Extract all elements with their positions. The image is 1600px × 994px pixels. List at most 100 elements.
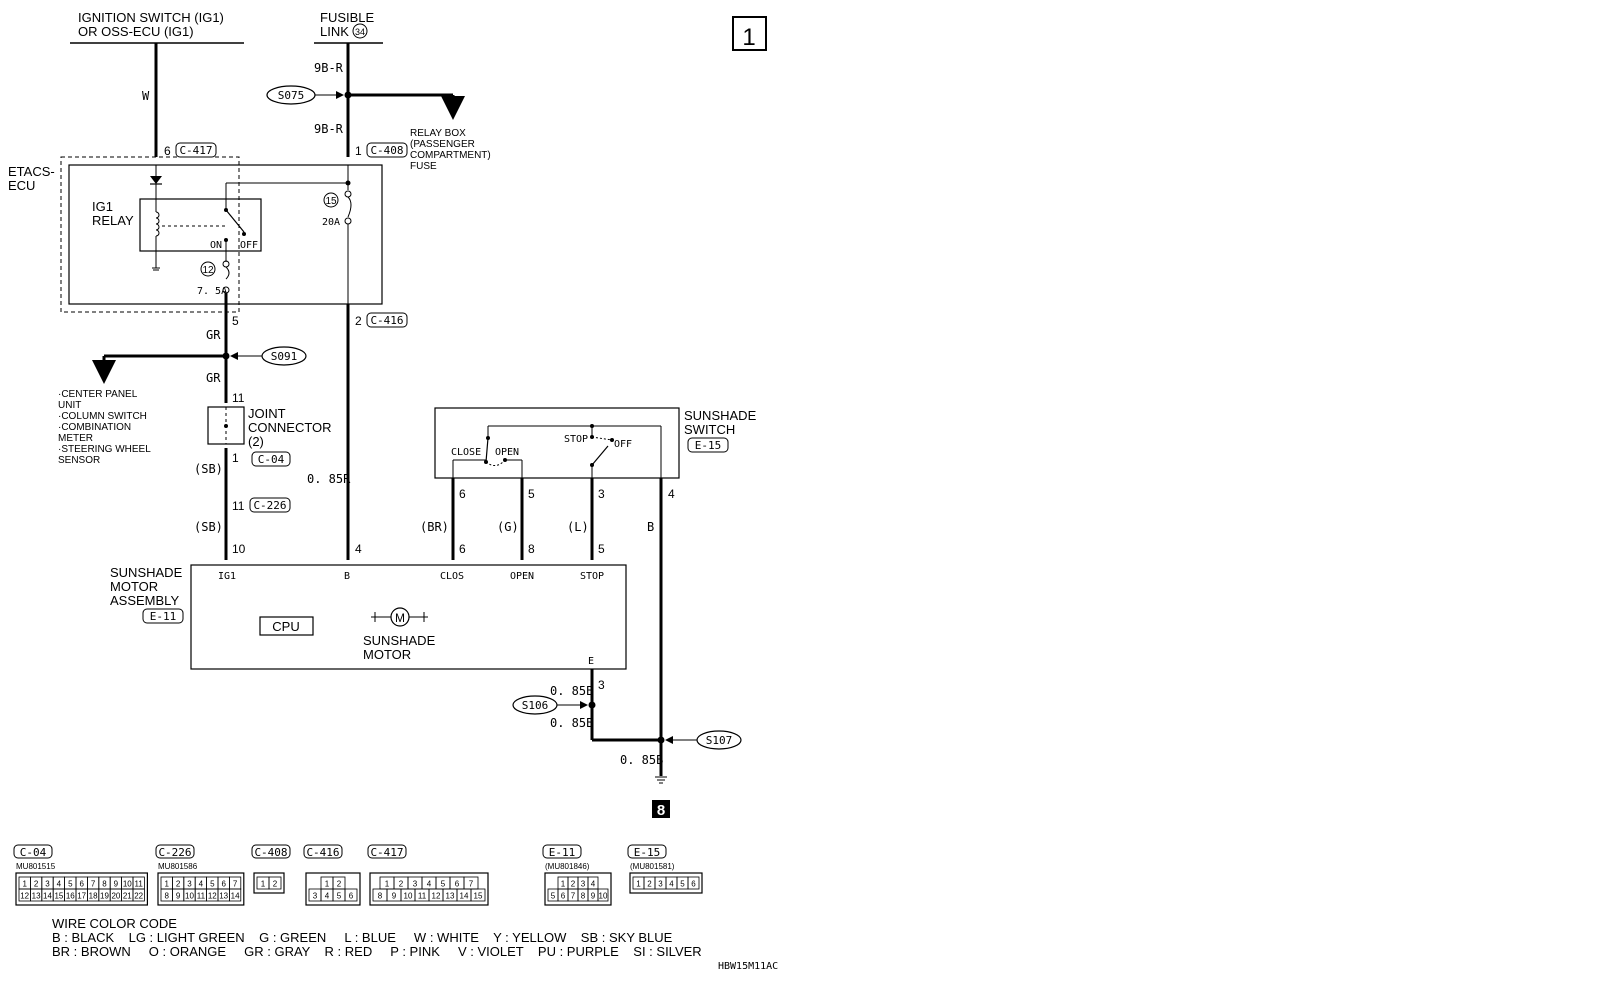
wire-085b-label-3: 0. 85B: [620, 753, 663, 767]
connector-id-label: C-04: [20, 846, 47, 859]
connector-id-label: C-417: [370, 846, 403, 859]
switch-close-label: CLOSE: [451, 447, 481, 458]
connector-pin-number: 11: [197, 892, 206, 901]
splice-s106-label: S106: [522, 699, 549, 712]
connector-pin-number: 14: [43, 892, 52, 901]
legend-line-2: BR : BROWN O : ORANGE GR : GRAY R : RED …: [52, 944, 702, 959]
fuse-15-icon: [347, 196, 352, 218]
connector-tag-e15: [687, 437, 729, 453]
connector-pin-number: 21: [123, 892, 132, 901]
connector-id-tag: [627, 844, 667, 859]
wire-gr-label-2: GR: [206, 371, 221, 385]
connector-pin-number: 5: [210, 880, 215, 889]
connector-id-label: E-11: [549, 846, 576, 859]
connector-pin-number: 7: [233, 880, 238, 889]
connector-pin-number: 12: [20, 892, 29, 901]
connector-pin-number: 4: [325, 892, 330, 901]
connector-pin-number: 3: [581, 880, 586, 889]
diode-icon: [150, 176, 162, 184]
pin-4-motor: 4: [355, 542, 362, 556]
connector-pin-number: 14: [231, 892, 240, 901]
connector-tag-c416: [366, 312, 408, 328]
connector-id-tag: [542, 844, 582, 859]
motor-assembly-label-1: SUNSHADE: [110, 565, 183, 580]
connector-pin-number: 4: [199, 880, 204, 889]
term-ig1: IG1: [218, 571, 236, 582]
term-clos: CLOS: [440, 571, 464, 582]
center-list-4: ·COMBINATION: [58, 422, 131, 433]
sunshade-switch-label-1: SUNSHADE: [684, 408, 757, 423]
center-list-7: SENSOR: [58, 455, 100, 466]
connector-c416-label: C-416: [370, 314, 403, 327]
term-open: OPEN: [510, 571, 534, 582]
joint-connector-label-2: CONNECTOR: [248, 420, 332, 435]
connector-pin-number: 8: [581, 892, 586, 901]
center-list-3: ·COLUMN SWITCH: [58, 411, 147, 422]
connector-pin-number: 2: [399, 880, 404, 889]
relay-coil-icon: [155, 211, 160, 237]
connector-pin-number: 1: [261, 880, 266, 889]
connector-pin-number: 3: [413, 880, 418, 889]
fuse-12-icon: [225, 266, 230, 280]
connector-id-tag: [367, 844, 407, 859]
pin-5-switch: 5: [528, 487, 535, 501]
relay-box-label-2: (PASSENGER: [410, 139, 475, 150]
relay-switch-contact: [225, 209, 245, 233]
connector-pin-number: 19: [100, 892, 109, 901]
connector-pin-number: 2: [273, 880, 278, 889]
center-list-5: METER: [58, 433, 93, 444]
connector-part-number: (MU801846): [545, 862, 590, 871]
connector-pin-number: 8: [102, 880, 107, 889]
etacs-ecu-dashed-outline: [60, 156, 240, 313]
connector-pin-number: 5: [337, 892, 342, 901]
connector-pin-number: 6: [561, 892, 566, 901]
connector-pin-cell: [597, 888, 609, 902]
center-list-6: ·STEERING WHEEL: [58, 444, 151, 455]
connector-pin-number: 8: [164, 892, 169, 901]
wire-9br-label-mid: 9B-R: [314, 122, 344, 136]
connector-pin-number: 3: [45, 880, 50, 889]
connector-pin-number: 13: [219, 892, 228, 901]
connector-pin-number: 22: [134, 892, 143, 901]
pin-5-ecu: 5: [232, 314, 239, 328]
fusible-link-label-1: FUSIBLE: [320, 10, 375, 25]
wire-085b-label-1: 0. 85B: [550, 684, 593, 698]
connector-id-tag: [251, 844, 291, 859]
motor-icon: [390, 607, 410, 627]
fusible-link-number: 34: [355, 27, 365, 37]
joint-connector-label-1: JOINT: [248, 406, 286, 421]
ground-number-box: [652, 800, 670, 818]
connector-pin-number: 4: [669, 880, 674, 889]
connector-c04-label: C-04: [258, 453, 285, 466]
connector-pin-cell: [268, 876, 282, 890]
term-e: E: [588, 656, 594, 667]
connector-pin-number: 6: [221, 880, 226, 889]
motor-assembly-label-3: ASSEMBLY: [110, 593, 179, 608]
joint-connector-label-3: (2): [248, 434, 264, 449]
connector-pin-cell: [470, 888, 486, 902]
connector-pin-number: 11: [135, 880, 144, 889]
connector-pin-number: 9: [591, 892, 596, 901]
motor-assembly-box: [190, 564, 627, 670]
connector-pin-cell: [687, 876, 700, 890]
connector-tag-c226: [249, 497, 291, 513]
pin-1-c04: 1: [232, 451, 239, 465]
connector-pin-number: 2: [647, 880, 652, 889]
center-list-2: UNIT: [58, 400, 81, 411]
connector-pin-number: 20: [111, 892, 120, 901]
connector-pin-number: 2: [571, 880, 576, 889]
fuse-12-number: 12: [202, 265, 214, 276]
pin-11-c226: 11: [232, 499, 245, 513]
connector-pin-cell: [132, 888, 145, 902]
connector-pin-number: 15: [54, 892, 63, 901]
connector-pin-number: 12: [208, 892, 217, 901]
ig1-relay-label-1: IG1: [92, 199, 113, 214]
pin-11-joint: 11: [232, 391, 245, 405]
connector-pin-number: 13: [446, 892, 455, 901]
connector-c417-label: C-417: [179, 144, 212, 157]
connector-e15-label: E-15: [695, 439, 722, 452]
connector-pin-number: 14: [460, 892, 469, 901]
sunshade-motor-label-2: MOTOR: [363, 647, 411, 662]
